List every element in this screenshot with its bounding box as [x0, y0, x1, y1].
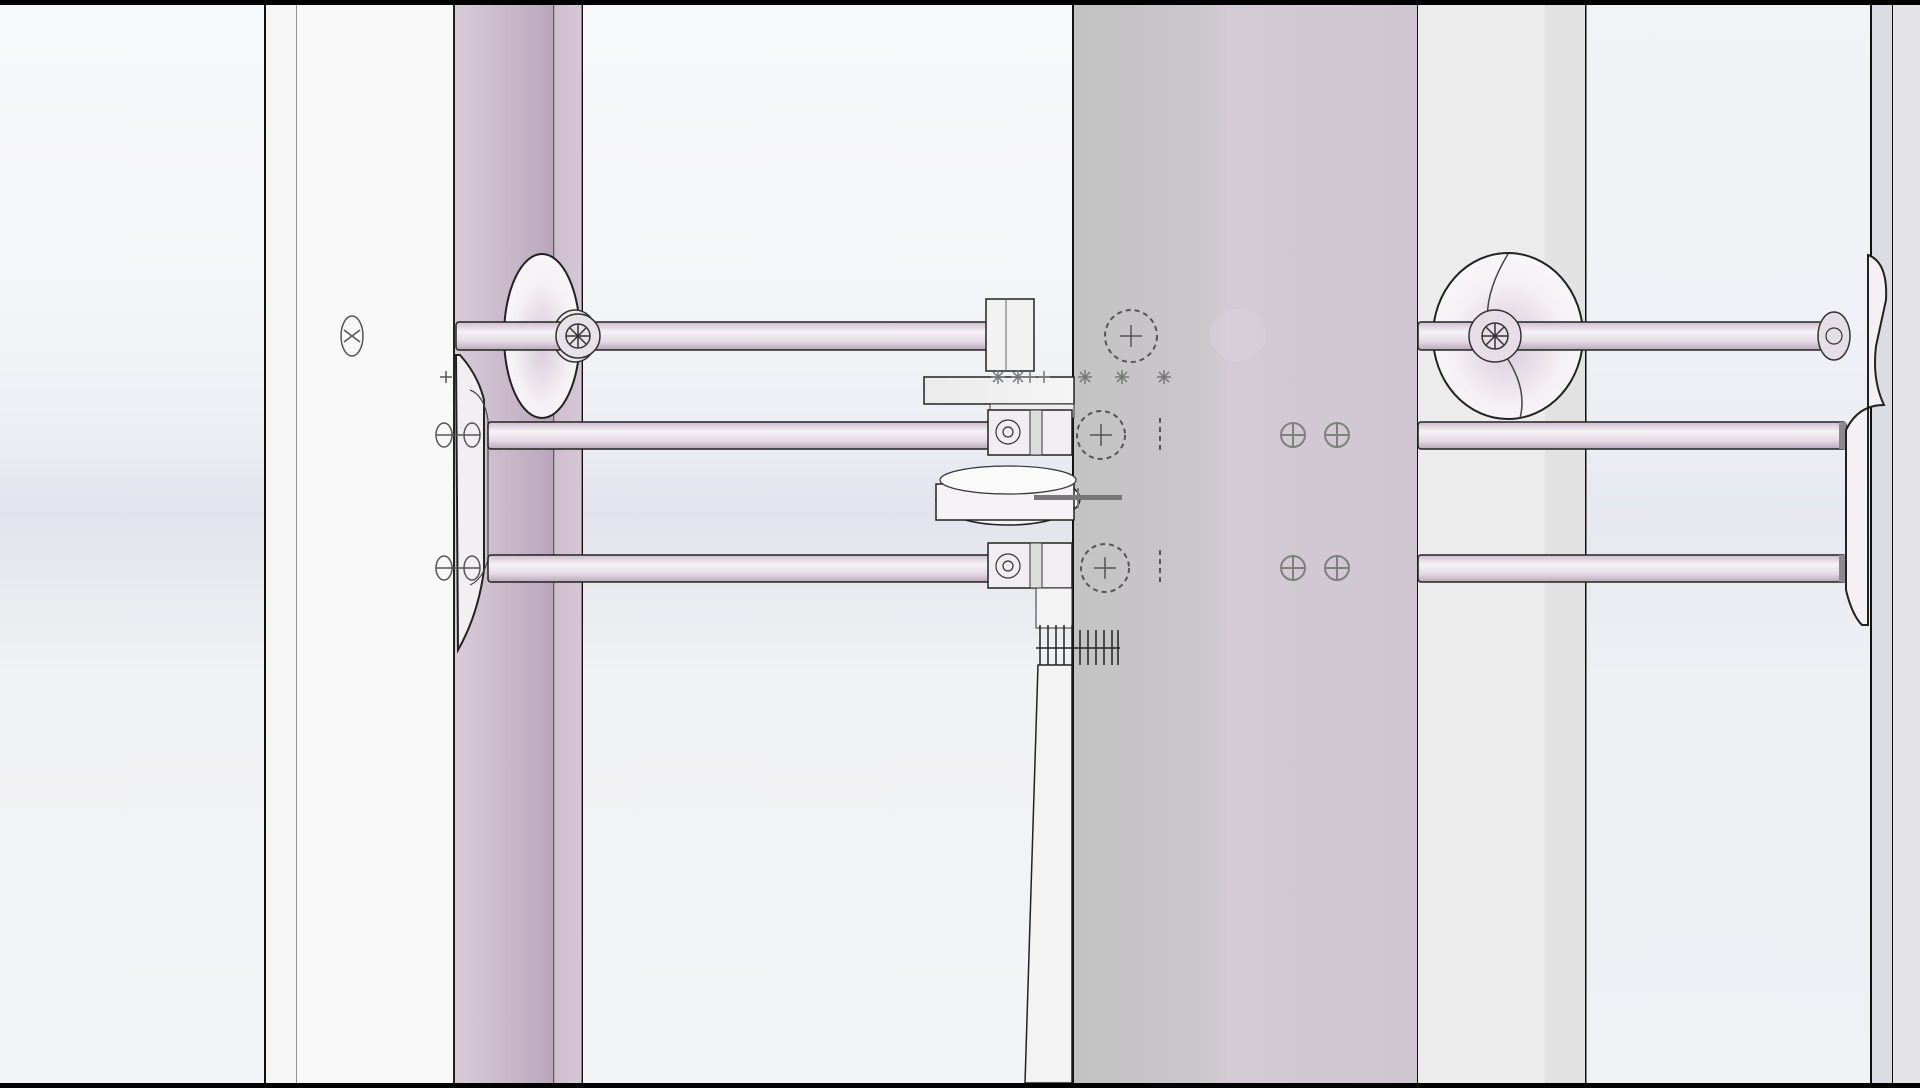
right-hub	[1468, 309, 1522, 363]
cad-viewport[interactable]	[0, 5, 1920, 1083]
gear-teeth	[1036, 625, 1120, 665]
right-panel	[1418, 5, 1920, 1083]
left-hub	[555, 313, 601, 359]
left-frame	[264, 5, 454, 1083]
circle-plus-icon	[1280, 422, 1350, 581]
pillar-center-crosses	[1090, 325, 1142, 579]
right-end-bracket	[1817, 253, 1888, 626]
center-mechanism	[923, 298, 1122, 629]
lower-shaft	[1024, 664, 1073, 1083]
left-fastener-markers	[340, 315, 481, 581]
drawing-description	[0, 0, 1, 1]
pillar-dashed-markers	[1076, 309, 1161, 593]
assembly-drawing[interactable]	[0, 5, 1920, 1083]
center-pillar	[1072, 5, 1419, 1083]
left-rods	[455, 319, 1003, 583]
asterisk-markers	[991, 370, 1171, 384]
